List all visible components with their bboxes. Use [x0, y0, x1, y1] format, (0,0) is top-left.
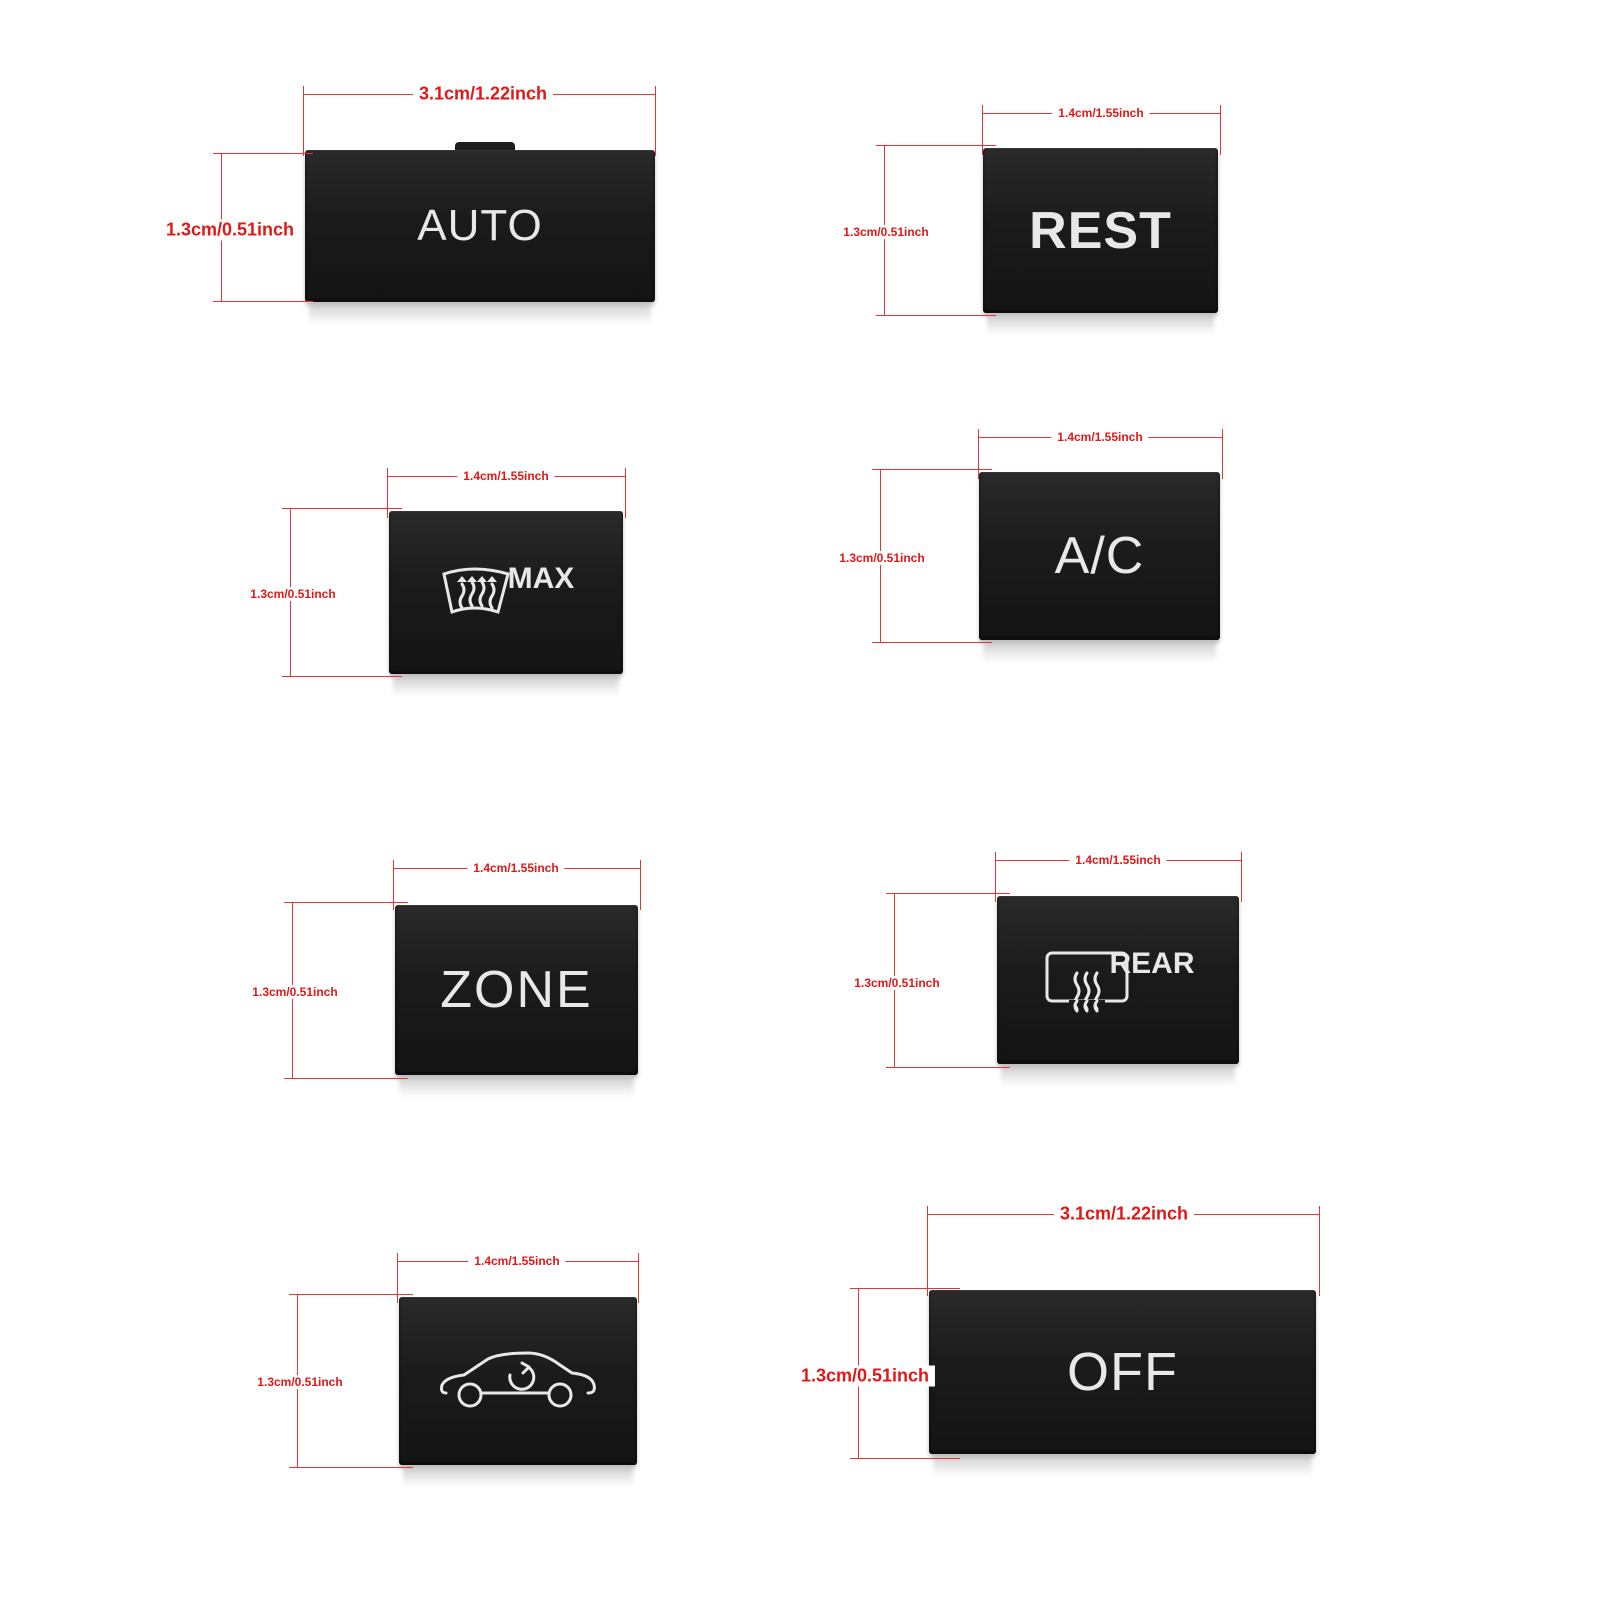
max-height-label: 1.3cm/0.51inch — [244, 587, 342, 601]
off-width-tick-right — [1319, 1206, 1320, 1296]
off-height-tick-bottom — [850, 1458, 960, 1459]
ac-label: A/C — [1054, 527, 1145, 585]
rear-label: REAR — [1109, 947, 1195, 980]
zone-width-tick-right — [640, 860, 641, 910]
recirc-width-tick-left — [397, 1253, 398, 1303]
recirc-height-label: 1.3cm/0.51inch — [251, 1375, 349, 1389]
rest-height-label: 1.3cm/0.51inch — [837, 225, 935, 239]
rear-width-tick-right — [1241, 852, 1242, 902]
rest-cap: REST — [983, 148, 1218, 313]
max-height-tick-top — [282, 508, 402, 509]
recirc-width-tick-right — [638, 1253, 639, 1303]
zone-height-tick-top — [284, 902, 408, 903]
off-label: OFF — [1067, 1342, 1178, 1402]
rear-cap: REAR — [997, 896, 1239, 1064]
off-width-tick-left — [927, 1206, 928, 1296]
rear-height-tick-bottom — [886, 1067, 1010, 1068]
off-width-label: 3.1cm/1.22inch — [1053, 1203, 1195, 1225]
max-width-tick-left — [387, 468, 388, 518]
ac-height-label: 1.3cm/0.51inch — [833, 551, 931, 565]
windshield-defrost-icon — [438, 562, 514, 624]
zone-cap: ZONE — [395, 905, 638, 1075]
auto-width-tick-left — [303, 86, 304, 156]
ac-width-tick-right — [1222, 429, 1223, 479]
recirc-cap — [399, 1297, 637, 1465]
zone-width-tick-left — [393, 860, 394, 910]
rest-height-tick-bottom — [876, 315, 996, 316]
off-height-tick-top — [850, 1288, 960, 1289]
auto-label: AUTO — [417, 201, 543, 250]
zone-height-label: 1.3cm/0.51inch — [246, 985, 344, 999]
rest-width-tick-left — [982, 105, 983, 155]
rear-height-label: 1.3cm/0.51inch — [848, 976, 946, 990]
zone-height-tick-bottom — [284, 1078, 408, 1079]
recirc-height-tick-top — [289, 1294, 413, 1295]
ac-width-tick-left — [978, 429, 979, 479]
rest-label: REST — [1029, 201, 1172, 260]
recirc-width-label: 1.4cm/1.55inch — [468, 1254, 566, 1268]
auto-cap: AUTO — [305, 142, 655, 302]
recirc-height-tick-bottom — [289, 1467, 413, 1468]
max-label: MAX — [507, 561, 575, 595]
max-width-tick-right — [625, 468, 626, 518]
rest-width-tick-right — [1220, 105, 1221, 155]
rear-content: REAR — [1041, 947, 1195, 1013]
auto-width-tick-right — [655, 86, 656, 156]
cap-tab — [455, 142, 515, 150]
ac-height-tick-bottom — [872, 642, 992, 643]
ac-height-tick-top — [872, 469, 992, 470]
ac-width-label: 1.4cm/1.55inch — [1051, 430, 1149, 444]
zone-label: ZONE — [440, 961, 593, 1019]
auto-width-label: 3.1cm/1.22inch — [412, 83, 554, 105]
auto-height-tick-top — [213, 153, 313, 154]
max-cap: MAX — [389, 511, 623, 674]
rear-height-tick-top — [886, 893, 1010, 894]
rest-height-tick-top — [876, 145, 996, 146]
auto-height-label: 1.3cm/0.51inch — [159, 219, 301, 241]
auto-height-tick-bottom — [213, 301, 313, 302]
car-recirculation-icon — [436, 1349, 600, 1413]
rear-width-label: 1.4cm/1.55inch — [1069, 853, 1167, 867]
max-height-tick-bottom — [282, 676, 402, 677]
max-width-label: 1.4cm/1.55inch — [457, 469, 555, 483]
zone-width-label: 1.4cm/1.55inch — [467, 861, 565, 875]
rest-width-label: 1.4cm/1.55inch — [1052, 106, 1150, 120]
max-content: MAX — [438, 561, 575, 624]
ac-cap: A/C — [979, 472, 1220, 640]
off-height-label: 1.3cm/0.51inch — [794, 1365, 936, 1387]
off-cap: OFF — [929, 1290, 1316, 1454]
rear-window-defrost-icon — [1041, 947, 1131, 1013]
rear-width-tick-left — [995, 852, 996, 902]
